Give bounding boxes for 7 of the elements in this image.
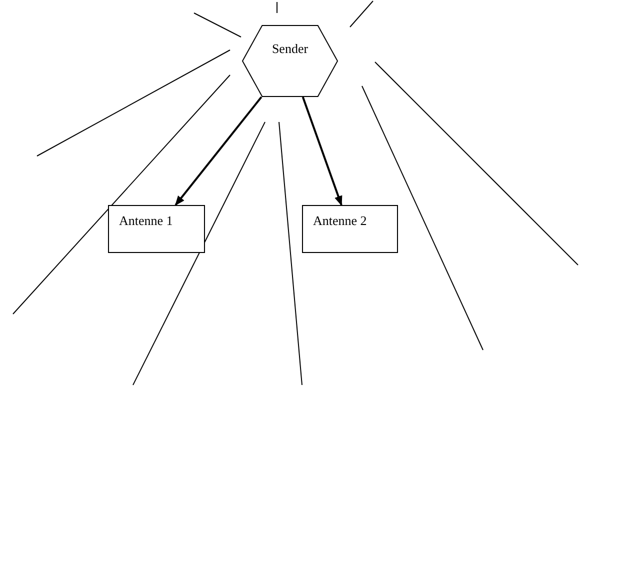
node-label: Antenne 2 — [313, 213, 368, 230]
node-label: Sender — [272, 41, 308, 58]
arrow — [302, 96, 342, 206]
antenna-box — [302, 205, 398, 253]
antenna-box — [108, 205, 205, 253]
arrow — [174, 96, 262, 206]
node-label: Antenne 1 — [119, 213, 174, 230]
